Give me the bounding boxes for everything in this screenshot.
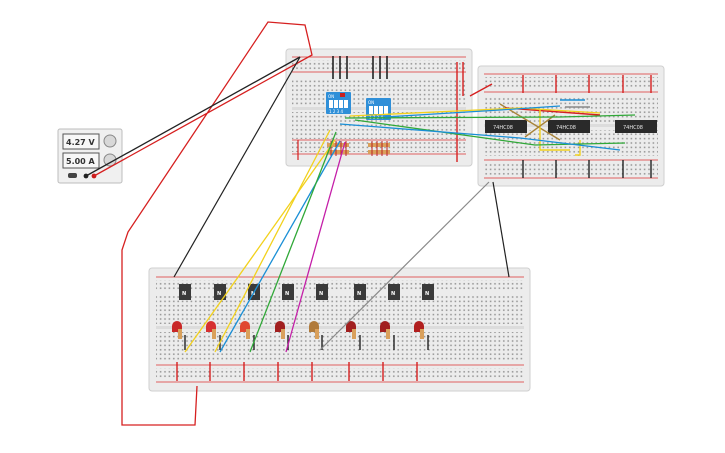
transistor[interactable]: N <box>316 284 328 300</box>
led[interactable] <box>414 321 424 339</box>
rail-holes <box>484 163 658 175</box>
rail-holes <box>484 77 658 89</box>
transistor-label: N <box>425 291 429 297</box>
green-signal-wire <box>354 119 626 146</box>
resistor <box>327 150 349 154</box>
dip-switch-pins: 1 2 3 4 <box>329 109 343 114</box>
black-ground-wire <box>173 56 301 278</box>
terminal-holes <box>156 296 524 324</box>
led[interactable] <box>346 321 356 339</box>
led[interactable] <box>172 321 182 339</box>
yellow-signal-wire <box>214 129 331 353</box>
transistor-label: N <box>391 291 395 297</box>
transistor[interactable]: N <box>282 284 294 300</box>
center-channel <box>156 326 524 329</box>
gray-signal-wire <box>319 181 490 351</box>
transistor[interactable]: N <box>214 284 226 300</box>
dip-toggle[interactable] <box>384 106 388 114</box>
ic-chip-1[interactable]: 74HC08 <box>485 120 527 133</box>
red-power-wire <box>93 21 313 426</box>
dip-toggle[interactable] <box>334 100 338 108</box>
terminal-holes <box>484 130 658 156</box>
led[interactable] <box>309 321 319 339</box>
chip-label: 74HC08 <box>623 125 643 131</box>
rail-holes <box>156 368 524 378</box>
rail-holes <box>292 60 466 70</box>
resistor <box>368 150 390 154</box>
transistor-label: N <box>357 291 361 297</box>
dip-toggle[interactable] <box>374 106 378 114</box>
black-ground-wire <box>85 56 301 177</box>
transistor-label: N <box>217 291 221 297</box>
chip-label: 74HC08 <box>493 125 513 131</box>
chip-label: 74HC08 <box>556 125 576 131</box>
dip-switch-body <box>326 92 351 114</box>
yellow-signal-wire <box>349 107 601 117</box>
led[interactable] <box>275 321 285 339</box>
voltage-display <box>62 133 100 150</box>
chip-body <box>615 120 657 133</box>
transistor-row: N N N N N N N N <box>179 284 434 300</box>
top-right-wires <box>469 75 652 178</box>
green-signal-wire <box>344 114 636 119</box>
ic-chip-2[interactable]: 74HC08 <box>548 120 590 133</box>
green-signal-wire <box>249 131 337 353</box>
blue-signal-wire <box>384 105 561 118</box>
yellow-signal-wire <box>184 139 336 353</box>
blue-signal-wire <box>339 123 621 151</box>
ic-chip-3[interactable]: 74HC08 <box>615 120 657 133</box>
dip-switch-1[interactable]: ON 1 2 3 4 <box>326 92 351 114</box>
dip-toggle[interactable] <box>329 100 333 108</box>
chip-body <box>548 120 590 133</box>
dip-toggle[interactable] <box>369 106 373 114</box>
current-display <box>62 152 100 169</box>
voltage-readout: 4.27 V <box>66 138 96 147</box>
power-supply[interactable]: 4.27 V 5.00 A <box>57 128 123 184</box>
dip-toggle[interactable] <box>339 100 343 108</box>
transistor-label: N <box>319 291 323 297</box>
dip-toggle[interactable] <box>379 106 383 114</box>
power-switch[interactable] <box>68 173 77 178</box>
voltage-knob[interactable] <box>103 134 117 148</box>
transistor[interactable]: N <box>422 284 434 300</box>
blue-signal-wire <box>219 140 341 353</box>
terminal-holes <box>156 332 524 360</box>
magenta-signal-wire <box>285 141 346 353</box>
black-ground-wire <box>492 181 510 278</box>
led[interactable] <box>206 321 216 339</box>
breadboard-bottom <box>148 267 531 392</box>
led[interactable] <box>240 321 250 339</box>
chip-body <box>485 120 527 133</box>
transistor[interactable]: N <box>354 284 366 300</box>
transistor[interactable]: N <box>388 284 400 300</box>
transistor-label: N <box>182 291 186 297</box>
led[interactable] <box>380 321 390 339</box>
led-row <box>172 321 424 339</box>
dip-indicator <box>340 93 345 97</box>
resistor <box>368 143 390 147</box>
current-readout: 5.00 A <box>66 157 96 166</box>
dip-switch-on-label: ON <box>368 100 374 105</box>
dip-toggle[interactable] <box>344 100 348 108</box>
rail-holes <box>156 280 524 290</box>
dip-switch-on-label: ON <box>328 94 334 99</box>
transistor-label: N <box>285 291 289 297</box>
long-wires <box>85 21 636 426</box>
transistor[interactable]: N <box>179 284 191 300</box>
